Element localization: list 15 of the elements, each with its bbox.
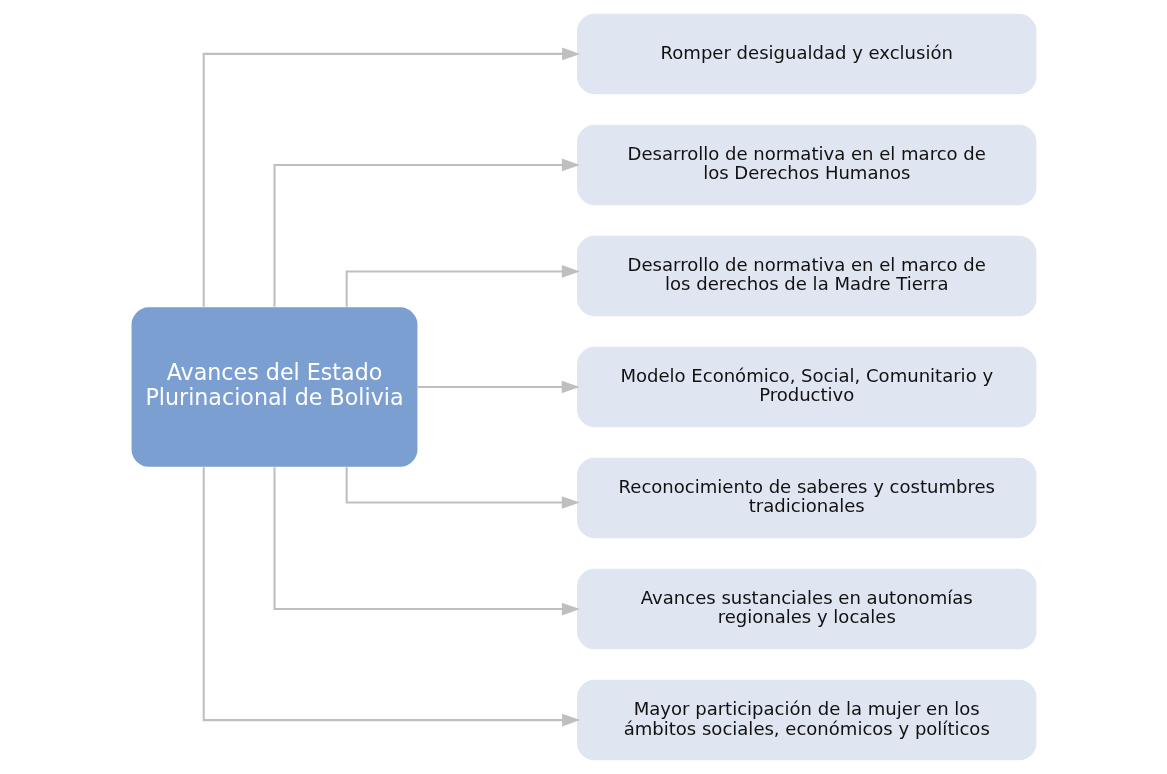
node-box: Reconocimiento de saberes y costumbres tradicionales [576,457,1036,539]
node-box: Avances sustanciales en autonomías regionales y locales [576,568,1036,650]
arrow [345,467,580,509]
arrow [202,467,580,727]
arrow [417,380,580,394]
node-box: Desarrollo de normativa en el marco de los derechos de la Madre Tierra [576,235,1036,317]
arrow [272,158,580,307]
node-box: Desarrollo de normativa en el marco de los Derechos Humanos [576,124,1036,206]
arrow [345,265,580,307]
arrow [202,47,580,307]
arrow [272,467,580,616]
node-box: Modelo Económico, Social, Comunitario y Productivo [576,346,1036,428]
node-box: Avances del Estado Plurinacional de Bolivia [131,307,417,467]
node-box: Mayor participación de la mujer en los ámbitos sociales, económicos y políticos [576,679,1036,761]
node-box: Romper desigualdad y exclusión [576,13,1036,95]
